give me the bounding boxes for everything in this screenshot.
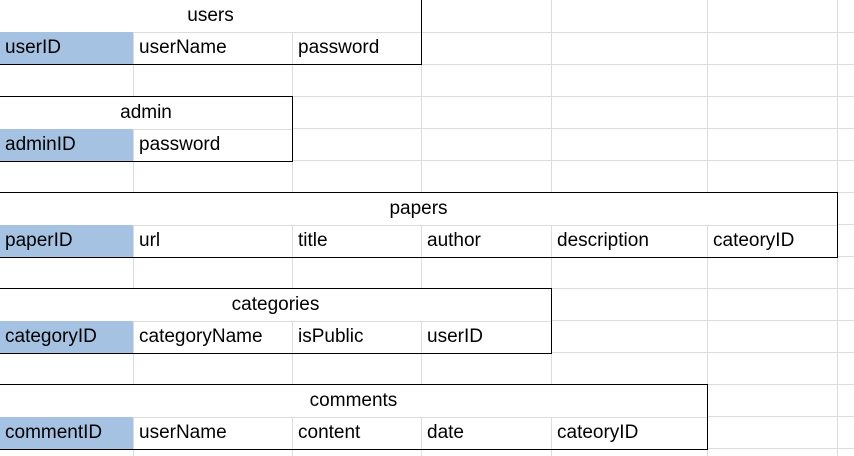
row-divider	[0, 32, 421, 33]
column-cell[interactable]: userName	[133, 32, 292, 64]
column-cell[interactable]: url	[133, 225, 292, 257]
table-title[interactable]: papers	[389, 198, 448, 219]
row-divider	[0, 417, 707, 418]
grid-row-line	[0, 64, 854, 65]
column-cell[interactable]: content	[292, 417, 421, 449]
table-title[interactable]: users	[187, 5, 234, 26]
table-title[interactable]: comments	[309, 390, 398, 411]
grid-row-line	[0, 128, 854, 129]
primary-key-cell[interactable]: userID	[0, 32, 133, 64]
row-divider	[0, 129, 292, 130]
column-cell[interactable]: cateoryID	[551, 417, 707, 449]
column-cell[interactable]: description	[551, 225, 707, 257]
grid-row-line	[0, 32, 854, 33]
table-title[interactable]: admin	[120, 102, 172, 123]
grid-row-line	[0, 160, 854, 161]
column-cell[interactable]: categoryName	[133, 321, 292, 353]
column-cell[interactable]: date	[421, 417, 551, 449]
column-cell[interactable]: userID	[421, 321, 551, 353]
primary-key-cell[interactable]: paperID	[0, 225, 133, 257]
column-cell[interactable]: userName	[133, 417, 292, 449]
column-cell[interactable]: cateoryID	[707, 225, 837, 257]
primary-key-cell[interactable]: adminID	[0, 129, 133, 161]
column-cell[interactable]: author	[421, 225, 551, 257]
row-divider	[0, 225, 837, 226]
column-cell[interactable]: password	[133, 129, 292, 161]
grid-row-line	[0, 96, 854, 97]
column-cell[interactable]: password	[292, 32, 421, 64]
primary-key-cell[interactable]: categoryID	[0, 321, 133, 353]
table-title[interactable]: categories	[231, 294, 320, 315]
column-cell[interactable]: isPublic	[292, 321, 421, 353]
row-divider	[0, 321, 551, 322]
column-cell[interactable]: title	[292, 225, 421, 257]
primary-key-cell[interactable]: commentID	[0, 417, 133, 449]
